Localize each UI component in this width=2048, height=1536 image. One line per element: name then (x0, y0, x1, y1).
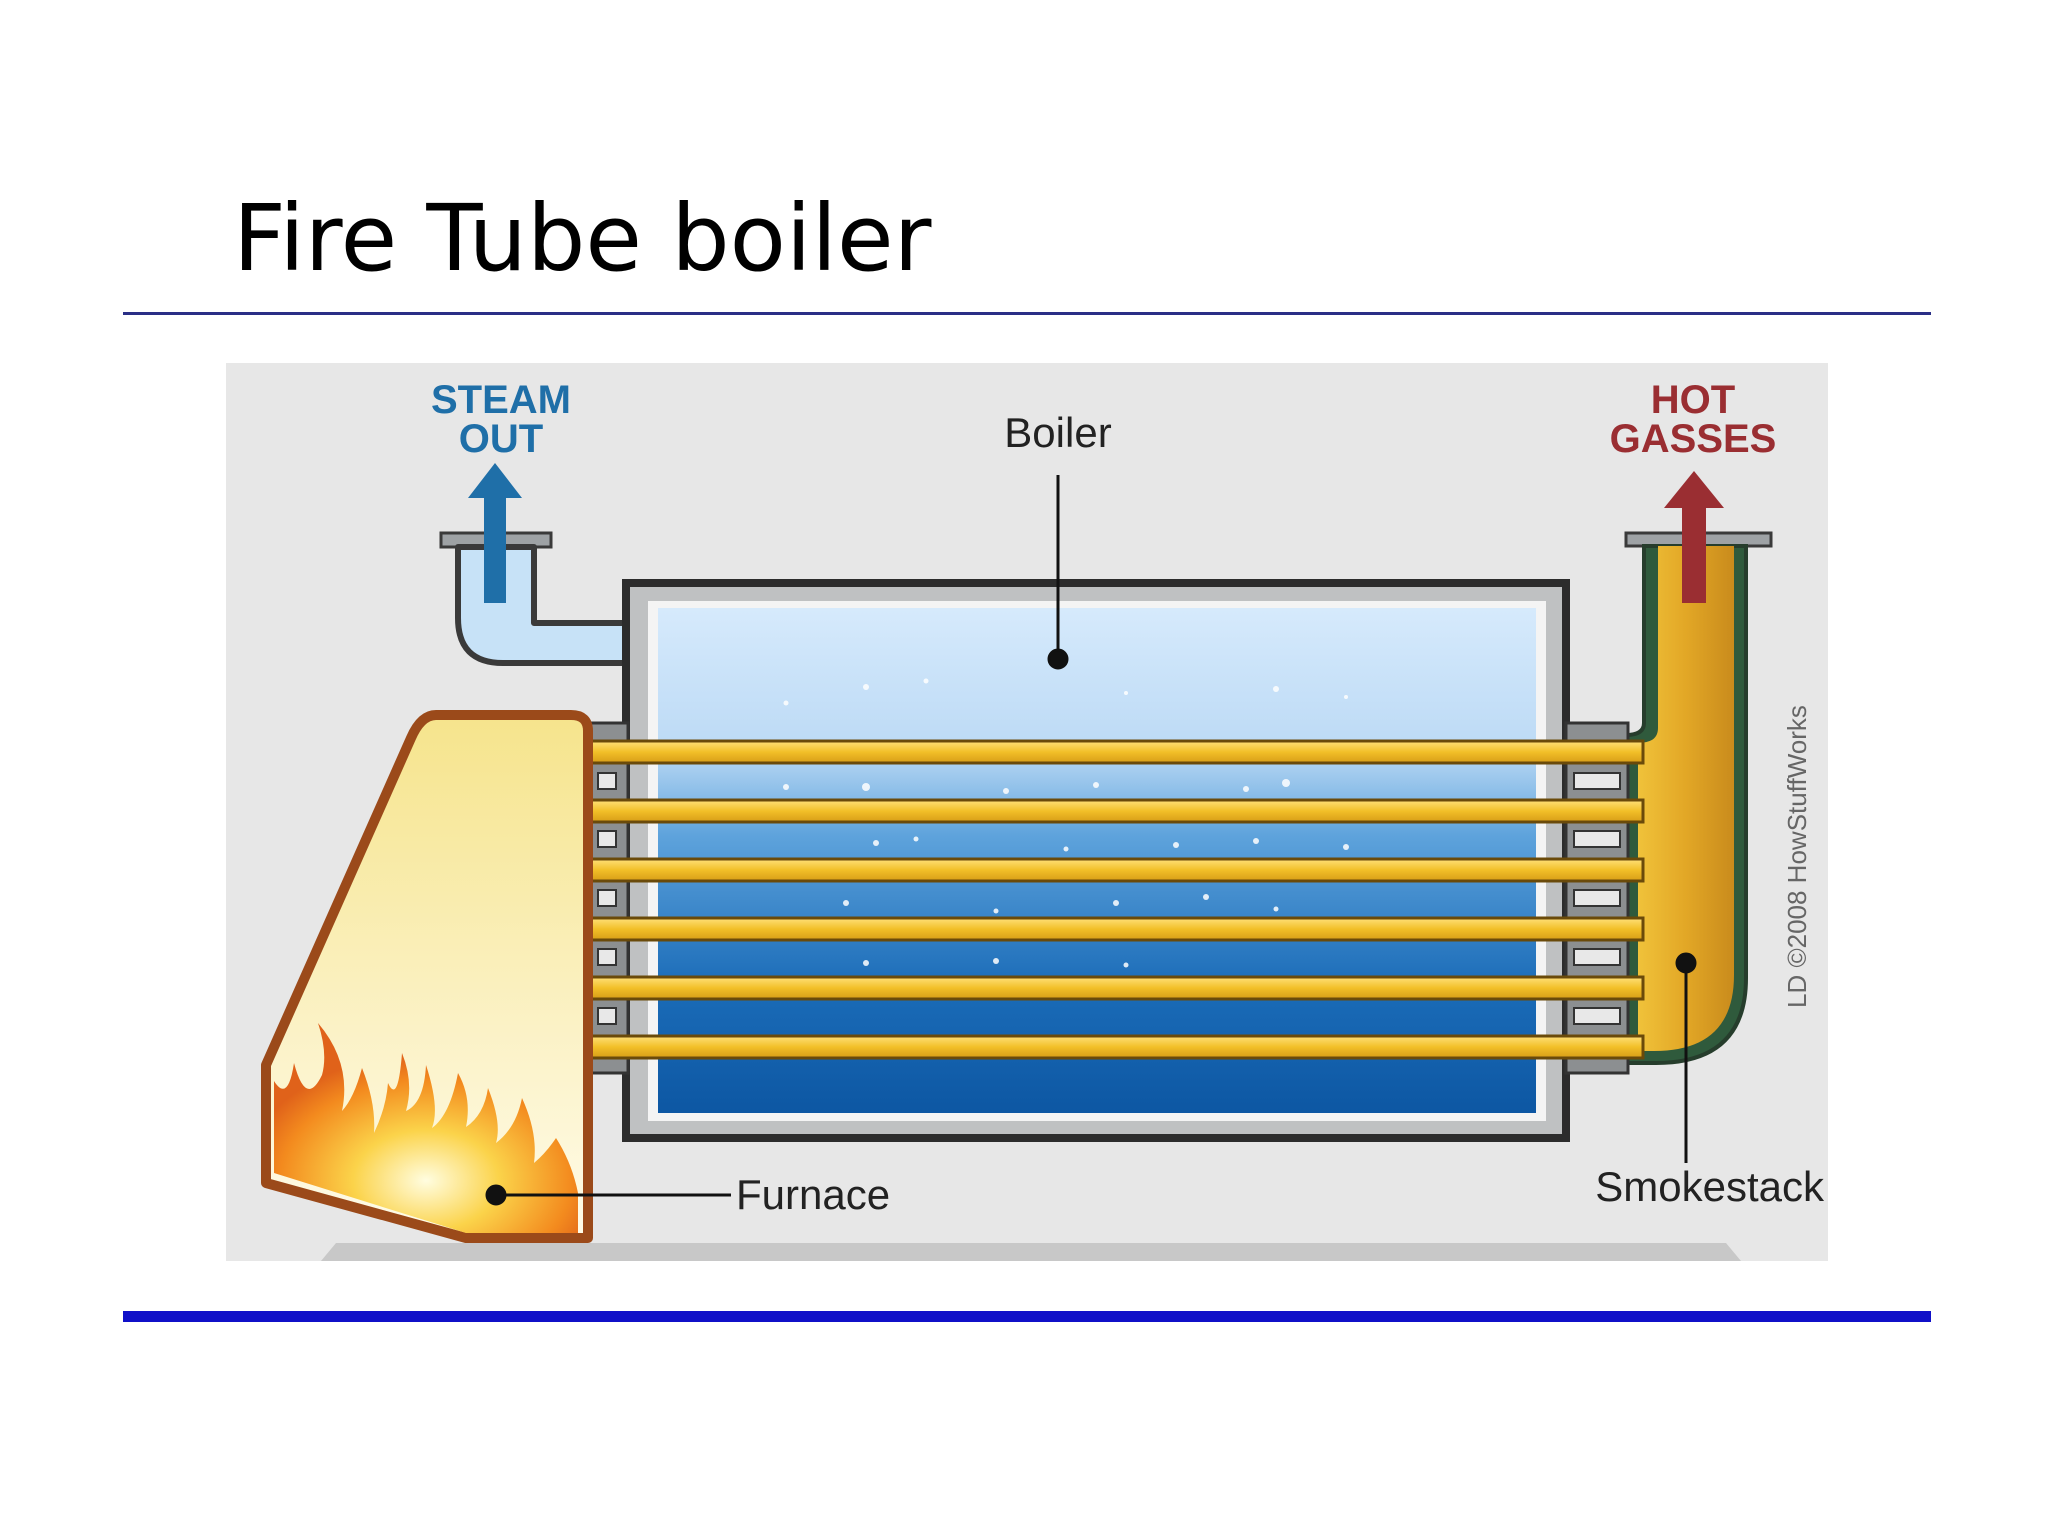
up-arrow-icon (468, 463, 522, 603)
smokestack-label: Smokestack (1595, 1163, 1825, 1210)
tube-bolts (597, 772, 1621, 1025)
water-bubbles (783, 678, 1349, 968)
smokestack (1624, 531, 1773, 1065)
leader-lines (485, 475, 1697, 1206)
fire-tube (569, 1034, 1645, 1060)
title-divider (123, 312, 1931, 315)
flame-icon (274, 1023, 578, 1233)
steam-out-label: OUT (459, 417, 543, 461)
fire-tube (569, 798, 1645, 824)
boiler-label: Boiler (1004, 409, 1111, 456)
fire-tubes (569, 739, 1645, 1060)
furnace (261, 710, 593, 1243)
fire-tube (569, 857, 1645, 883)
furnace-label: Furnace (736, 1171, 890, 1218)
fire-tube (569, 916, 1645, 942)
steam-out-label: STEAM (431, 378, 571, 422)
bottom-divider (123, 1311, 1931, 1322)
slide-title: Fire Tube boiler (233, 185, 932, 292)
floor-shadow (321, 1243, 1741, 1261)
up-arrow-icon (1664, 471, 1724, 603)
fire-tube (569, 739, 1645, 765)
hot-gasses-label: HOT (1651, 378, 1735, 422)
boiler-diagram: STEAM OUT HOT GASSES Boiler Furnace Smok… (226, 363, 1828, 1261)
credit-label: LD ©2008 HowStuffWorks (1782, 705, 1812, 1008)
fire-tube (569, 975, 1645, 1001)
hot-gasses-label: GASSES (1610, 417, 1777, 461)
